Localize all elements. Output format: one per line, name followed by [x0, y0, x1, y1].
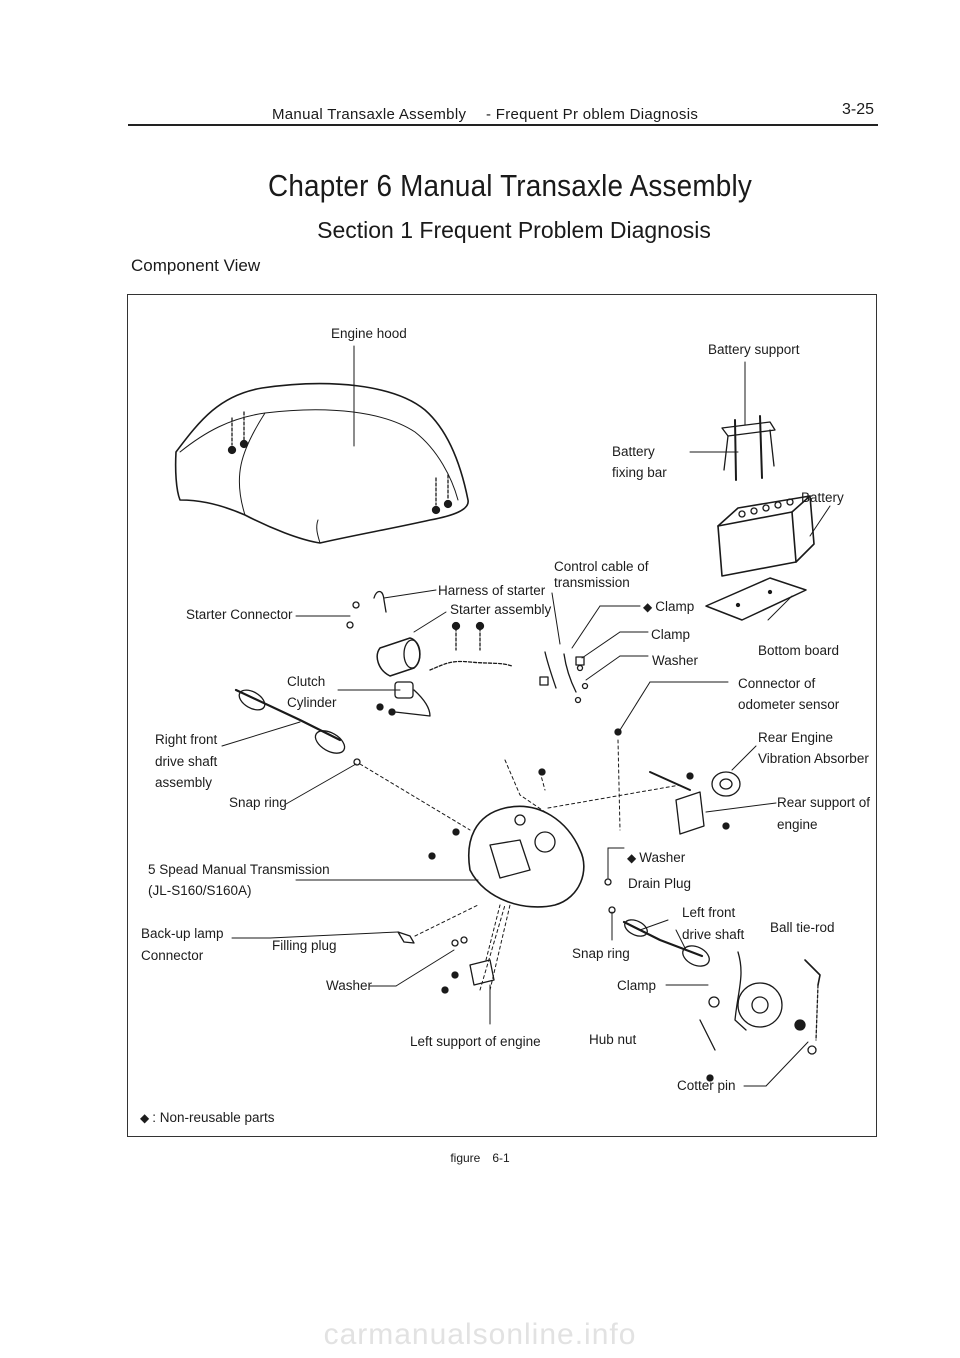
label-backup-lamp-line1: Back-up lamp	[141, 926, 224, 941]
figure-frame	[127, 294, 877, 1137]
page-number: 3-25	[842, 101, 875, 118]
clutch-cylinder-drawing	[376, 681, 414, 716]
legend-non-reusable-text: : Non-reusable parts	[152, 1110, 275, 1125]
label-transmission-line2: (JL-S160/S160A)	[148, 883, 252, 898]
label-rear-engine-line2: Vibration Absorber	[758, 751, 869, 766]
chapter-title: Chapter 6 Manual Transaxle Assembly	[268, 168, 752, 203]
label-snap-ring-left: Snap ring	[572, 946, 630, 961]
label-battery-fixing-bar-line2: fixing bar	[612, 465, 667, 480]
battery-drawing	[717, 495, 815, 577]
label-left-front-line1: Left front	[682, 905, 736, 920]
label-drain-plug: Drain Plug	[628, 876, 692, 891]
left-engine-mount-drawing	[397, 931, 495, 994]
label-clamp: Clamp	[651, 627, 691, 642]
label-ball-tie-rod: Ball tie-rod	[770, 920, 835, 935]
label-control-cable-line2: transmission	[554, 575, 630, 590]
label-battery: Battery	[801, 490, 844, 505]
right-drive-shaft-drawing	[234, 688, 361, 766]
legend-non-reusable: : Non-reusable parts	[140, 1107, 275, 1129]
label-engine-hood: Engine hood	[331, 326, 407, 341]
label-hub-nut: Hub nut	[589, 1032, 637, 1047]
label-left-front-line2: drive shaft	[682, 927, 745, 942]
label-clutch-cylinder-line1: Clutch	[287, 674, 326, 689]
left-drive-shaft-drawing	[604, 878, 821, 1055]
label-right-front-line1: Right front	[155, 732, 218, 747]
engine-hood-drawing	[174, 382, 469, 544]
label-connector-odometer-line2: odometer sensor	[738, 697, 840, 712]
label-clamp-bottom: Clamp	[617, 978, 657, 993]
header-rule	[128, 124, 878, 126]
label-battery-fixing-bar-line1: Battery	[612, 444, 655, 459]
label-washer-nonreusable: Washer	[627, 847, 685, 869]
bottom-board-drawing	[705, 577, 807, 621]
label-control-cable-line1: Control cable of	[554, 559, 649, 574]
control-cable-drawing	[539, 651, 589, 704]
section-title: Section 1 Frequent Problem Diagnosis	[317, 217, 711, 243]
label-harness-of-starter: Harness of starter	[438, 583, 546, 598]
label-connector-odometer-line1: Connector of	[738, 676, 816, 691]
label-clamp-nonreusable: Clamp	[643, 596, 694, 618]
label-bottom-board: Bottom board	[758, 643, 840, 658]
label-clutch-cylinder-line2: Cylinder	[287, 695, 337, 710]
battery-support-drawing	[721, 415, 776, 481]
label-right-front-line3: assembly	[155, 775, 213, 790]
label-cotter-pin: Cotter pin	[677, 1078, 736, 1093]
running-header-title: Manual Transaxle Assembly - Frequent Pr …	[272, 106, 699, 123]
dashed-routing-lines	[359, 739, 681, 991]
transmission-drawing	[468, 805, 585, 908]
label-battery-support: Battery support	[708, 342, 800, 357]
label-washer-nonreusable-text: Washer	[639, 850, 686, 865]
label-starter-assembly: Starter assembly	[450, 602, 552, 617]
label-left-support: Left support of engine	[410, 1034, 541, 1049]
label-rear-support-line2: engine	[777, 817, 818, 832]
label-rear-support-line1: Rear support of	[777, 795, 871, 810]
misc-bolts-drawing	[428, 728, 714, 1082]
watermark: carmanualsonline.info	[323, 1318, 637, 1351]
label-washer-top: Washer	[652, 653, 699, 668]
label-filling-plug: Filling plug	[272, 938, 337, 953]
label-transmission-line1: 5 Spead Manual Transmission	[148, 862, 330, 877]
leader-lines	[221, 345, 831, 1087]
starter-assembly-drawing	[346, 590, 513, 717]
label-rear-engine-line1: Rear Engine	[758, 730, 834, 745]
rear-engine-mount-drawing	[649, 771, 741, 835]
label-starter-connector: Starter Connector	[186, 607, 293, 622]
figure-caption: figure 6-1	[450, 1151, 510, 1165]
component-view-heading: Component View	[131, 256, 261, 275]
label-clamp-nonreusable-text: Clamp	[655, 599, 695, 614]
label-backup-lamp-line2: Connector	[141, 948, 204, 963]
label-right-front-line2: drive shaft	[155, 754, 218, 769]
label-washer-bottom: Washer	[326, 978, 373, 993]
label-snap-ring-right: Snap ring	[229, 795, 287, 810]
